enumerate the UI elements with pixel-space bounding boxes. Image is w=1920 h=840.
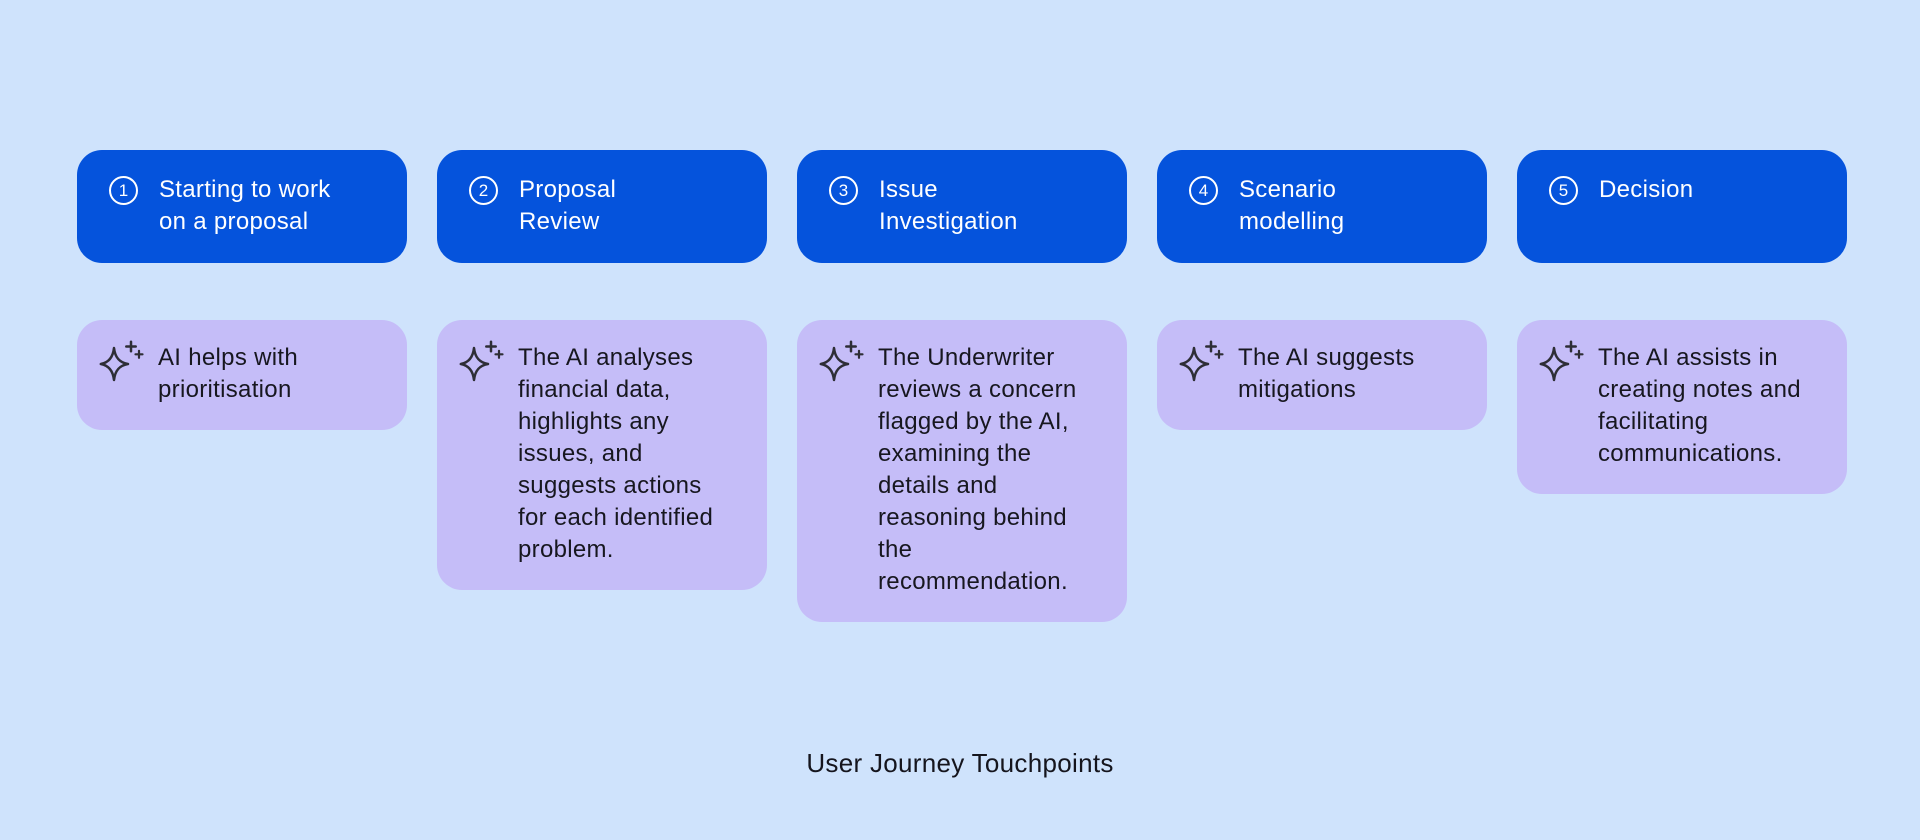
ai-sparkle-icon [1539, 340, 1584, 383]
stage-number-badge: 4 [1189, 176, 1218, 205]
ai-sparkle-icon [459, 340, 504, 383]
stage-card-2: 2 Proposal Review [437, 150, 767, 263]
stage-title: Decision [1599, 176, 1694, 203]
touchpoint-description: The AI assists in creating notes and fac… [1598, 344, 1801, 467]
touchpoint-description: AI helps with prioritisation [158, 344, 298, 403]
stage-number-badge: 5 [1549, 176, 1578, 205]
touchpoint-card-3: The Underwriter reviews a concern flagge… [797, 320, 1127, 622]
stage-number-badge: 2 [469, 176, 498, 205]
touchpoint-card-2: The AI analyses financial data, highligh… [437, 320, 767, 590]
touchpoint-card-5: The AI assists in creating notes and fac… [1517, 320, 1847, 494]
touchpoint-card-4: The AI suggests mitigations [1157, 320, 1487, 430]
stage-card-4: 4 Scenario modelling [1157, 150, 1487, 263]
touchpoint-description: The AI analyses financial data, highligh… [518, 344, 714, 563]
diagram-caption: User Journey Touchpoints [806, 748, 1114, 778]
touchpoint-row: AI helps with prioritisation The AI anal… [77, 320, 1847, 622]
stage-title: Starting to work on a proposal [159, 176, 331, 235]
ai-sparkle-icon [819, 340, 864, 383]
stage-title: Proposal Review [519, 176, 617, 235]
touchpoint-description: The AI suggests mitigations [1238, 344, 1415, 403]
stage-number-badge: 1 [109, 176, 138, 205]
stage-card-1: 1 Starting to work on a proposal [77, 150, 407, 263]
stage-title: Scenario modelling [1239, 176, 1345, 235]
stage-row: 1 Starting to work on a proposal 2 Propo… [77, 150, 1847, 263]
ai-sparkle-icon [99, 340, 144, 383]
touchpoint-description: The Underwriter reviews a concern flagge… [878, 344, 1077, 595]
touchpoint-card-1: AI helps with prioritisation [77, 320, 407, 430]
ai-sparkle-icon [1179, 340, 1224, 383]
stage-card-3: 3 Issue Investigation [797, 150, 1127, 263]
stage-card-5: 5 Decision [1517, 150, 1847, 263]
stage-number-badge: 3 [829, 176, 858, 205]
stage-title: Issue Investigation [879, 176, 1018, 235]
